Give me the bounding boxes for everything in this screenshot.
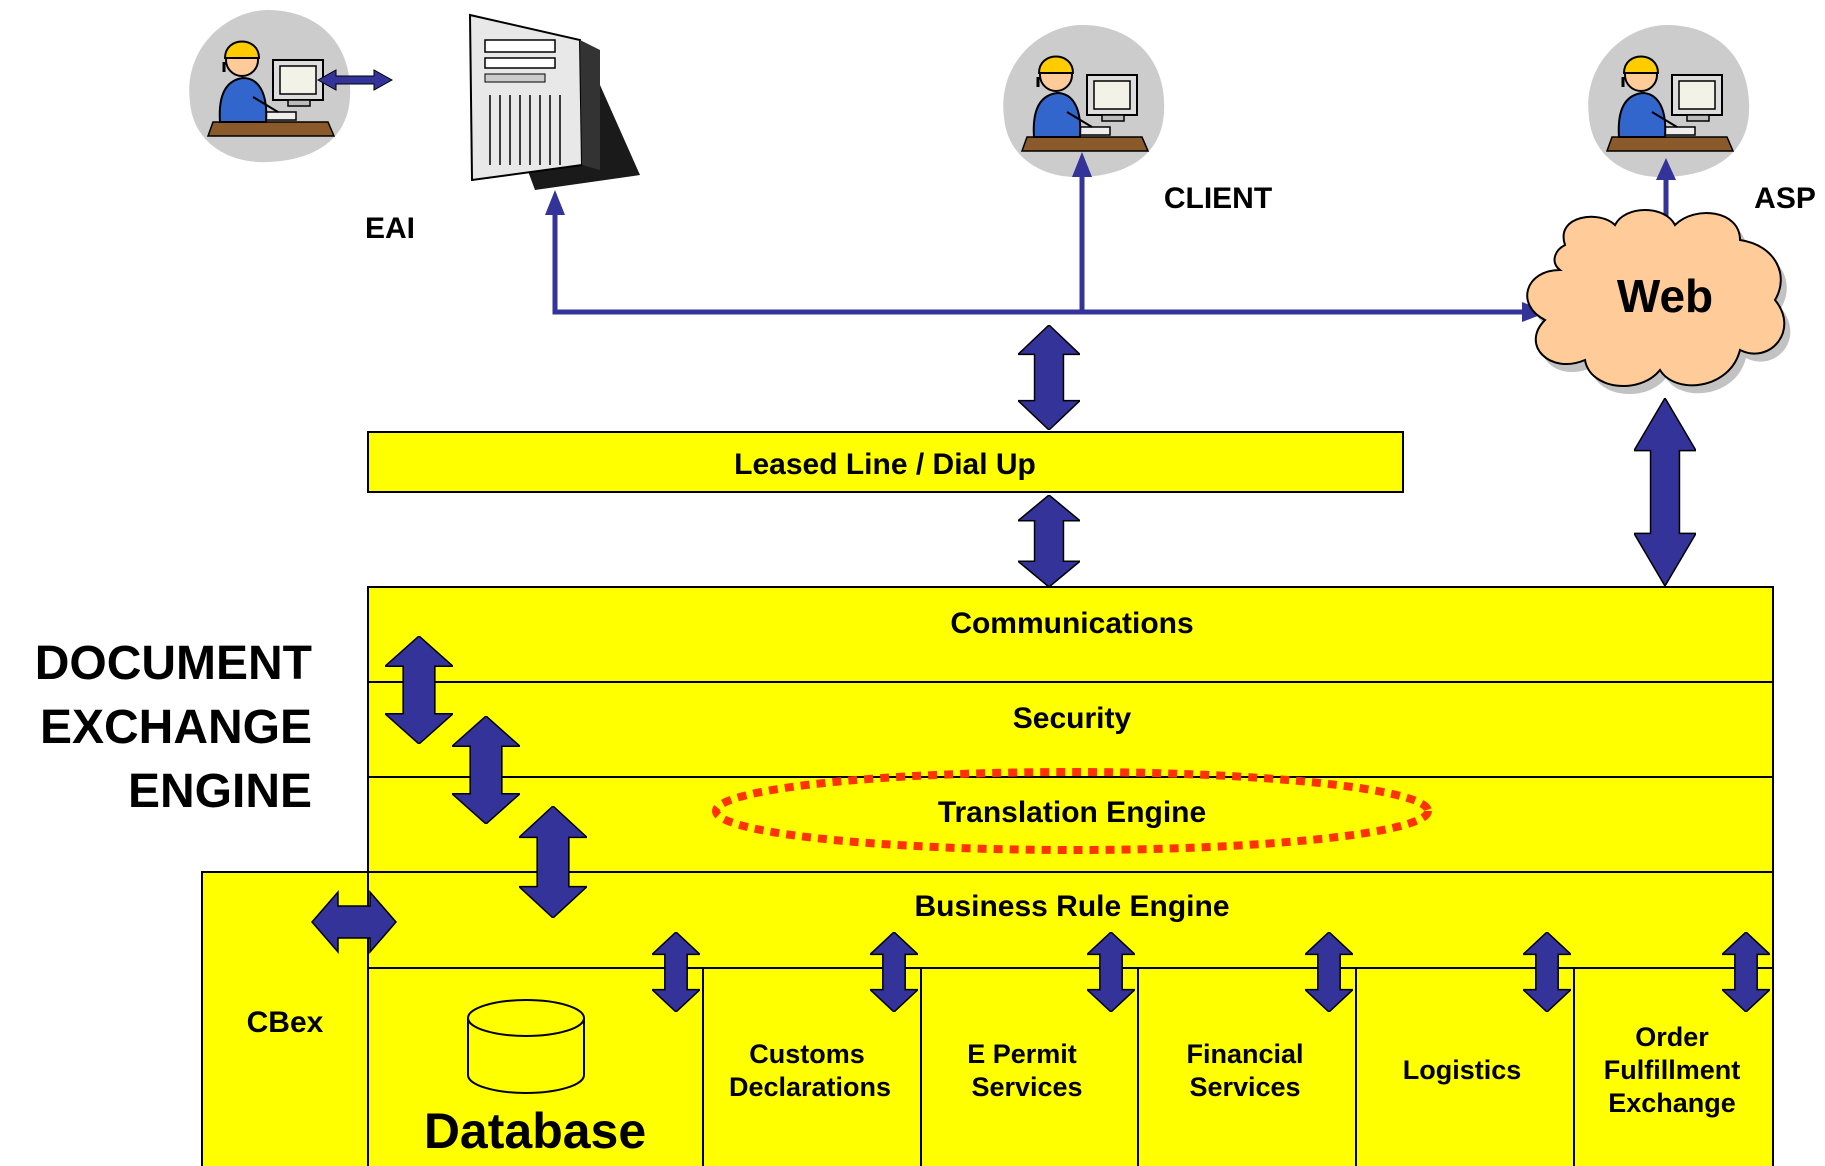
client-operator-icon	[1001, 23, 1166, 179]
security-layer	[367, 681, 1774, 778]
web-cloud-icon	[1526, 209, 1791, 395]
engine-title-line-2: EXCHANGE	[40, 701, 312, 754]
cbex-label: CBex	[247, 1006, 324, 1039]
business-rule-engine-label: Business Rule Engine	[914, 890, 1229, 923]
security-label: Security	[1013, 702, 1132, 735]
order-label-line-2: Fulfillment	[1604, 1055, 1741, 1085]
eai-label: EAI	[365, 212, 415, 245]
server-tower-icon	[468, 13, 640, 190]
epermit-label-line-2: Services	[971, 1072, 1082, 1102]
network-leased-arrow-icon	[1018, 325, 1080, 430]
communications-label: Communications	[950, 607, 1193, 640]
network-connectors	[552, 175, 1669, 315]
epermit-label-line-1: E Permit	[967, 1039, 1077, 1069]
communications-layer	[367, 586, 1774, 683]
customs-module-box	[702, 967, 922, 1166]
financial-label-line-2: Services	[1189, 1072, 1300, 1102]
eai-operator-icon	[187, 8, 352, 164]
connector-arrowheads	[545, 152, 1676, 322]
order-label-line-3: Exchange	[1608, 1088, 1736, 1118]
eai-double-arrow-icon	[316, 69, 394, 91]
web-comms-arrow-icon	[1634, 398, 1696, 586]
leased-comms-arrow-icon	[1018, 495, 1080, 587]
database-cylinder-icon	[467, 999, 585, 1094]
web-label: Web	[1617, 270, 1713, 322]
order-label-line-1: Order	[1635, 1022, 1709, 1052]
engine-title-line-1: DOCUMENT	[35, 637, 312, 690]
asp-operator-icon	[1586, 23, 1751, 179]
asp-label: ASP	[1754, 182, 1816, 215]
engine-title-line-3: ENGINE	[128, 765, 312, 818]
customs-label-line-1: Customs	[749, 1039, 865, 1069]
customs-label-line-2: Declarations	[729, 1072, 891, 1102]
leased-line-label: Leased Line / Dial Up	[734, 448, 1036, 481]
logistics-label: Logistics	[1403, 1055, 1522, 1085]
financial-label-line-1: Financial	[1186, 1039, 1303, 1069]
leased-line-box	[367, 431, 1404, 493]
translation-engine-layer	[367, 776, 1774, 873]
database-label: Database	[424, 1103, 646, 1159]
client-label: CLIENT	[1164, 182, 1272, 215]
translation-engine-label: Translation Engine	[938, 796, 1206, 829]
translation-highlight-ellipse	[712, 768, 1432, 854]
cbex-business-arrow-icon	[311, 889, 397, 955]
